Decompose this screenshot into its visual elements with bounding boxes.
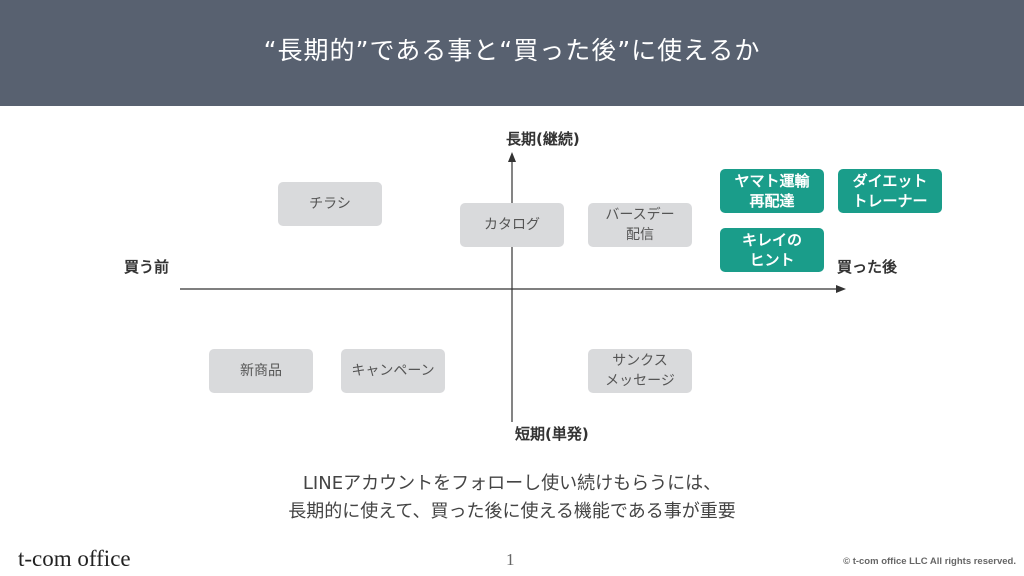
page-number: 1 [506,550,515,569]
summary-line-2: 長期的に使えて、買った後に使える機能である事が重要 [288,501,736,522]
summary-text: LINEアカウントをフォローし使い続けもらうには、 長期的に使えて、買った後に使… [0,470,1024,526]
box-thanks-message: サンクス メッセージ [588,349,692,393]
box-campaign: キャンペーン [341,349,445,393]
box-diet-trainer: ダイエット トレーナー [838,169,942,213]
box-chirashi: チラシ [278,182,382,226]
vertical-axis-arrow [508,152,516,162]
box-kirei-hint: キレイの ヒント [720,228,824,272]
summary-line-1: LINEアカウントをフォローし使い続けもらうには、 [302,473,722,494]
horizontal-axis-arrow [836,285,846,293]
axis-label-left: 買う前 [124,258,170,276]
box-yamato: ヤマト運輸 再配達 [720,169,824,213]
box-new-product: 新商品 [209,349,313,393]
axis-label-bottom: 短期(単発) [515,425,589,443]
brand-logo-text: t-com office [18,546,131,571]
box-birthday: バースデー 配信 [588,203,692,247]
copyright-text: © t-com office LLC All rights reserved. [843,556,1016,567]
box-catalog: カタログ [460,203,564,247]
slide-title: “長期的”である事と“買った後”に使えるか [263,36,761,65]
header-bar: “長期的”である事と“買った後”に使えるか [0,0,1024,106]
axis-label-right: 買った後 [837,258,898,276]
axis-label-top: 長期(継続) [506,130,580,148]
